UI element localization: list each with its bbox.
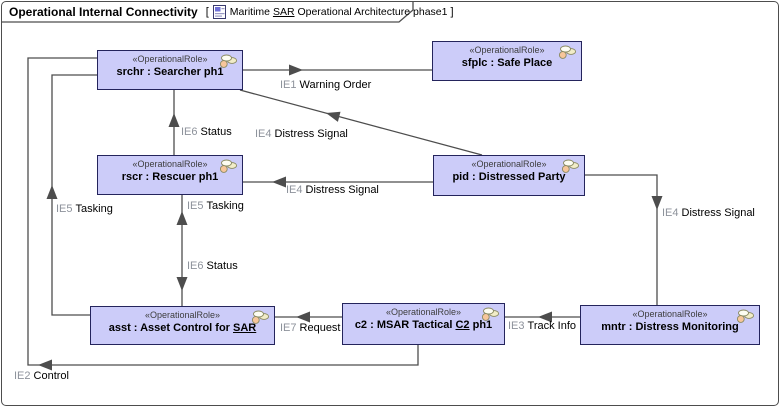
node-msar-tactical-c2[interactable]: «OperationalRole» c2 : MSAR Tactical C2 … bbox=[342, 303, 505, 345]
role-icon bbox=[481, 307, 500, 322]
connector-ie4-distress-signal-to-searcher[interactable] bbox=[239, 89, 483, 156]
role-icon bbox=[219, 159, 238, 174]
diagram-icon bbox=[212, 5, 226, 19]
frame-header: Operational Internal Connectivity [ Mari… bbox=[9, 4, 454, 20]
name-text: rscr : Rescuer ph1 bbox=[121, 171, 219, 183]
ref-link-sar[interactable]: SAR bbox=[272, 6, 295, 18]
flow-text: Track Info bbox=[527, 320, 577, 332]
node-name: c2 : MSAR Tactical C2 ph1 bbox=[343, 318, 504, 332]
node-name: sfplc : Safe Place bbox=[433, 56, 581, 70]
name-text: srchr : Searcher ph1 bbox=[116, 66, 224, 78]
ref-pre: Maritime bbox=[229, 6, 273, 18]
node-searcher[interactable]: «OperationalRole» srchr : Searcher ph1 bbox=[97, 50, 243, 90]
node-stereotype: «OperationalRole» bbox=[144, 310, 221, 320]
name-text: c2 : MSAR Tactical bbox=[354, 319, 456, 331]
flow-text: Warning Order bbox=[299, 79, 372, 91]
flow-text: Request bbox=[299, 322, 341, 334]
flow-id: IE6 bbox=[181, 126, 198, 138]
diagram-title: Operational Internal Connectivity bbox=[9, 5, 198, 19]
name-text: sfplc : Safe Place bbox=[461, 57, 553, 69]
diagram-ref[interactable]: Maritime SAR Operational Architecture ph… bbox=[230, 6, 448, 18]
node-stereotype: «OperationalRole» bbox=[385, 307, 462, 317]
node-stereotype: «OperationalRole» bbox=[469, 45, 545, 55]
node-rescuer[interactable]: «OperationalRole» rscr : Rescuer ph1 bbox=[97, 155, 243, 195]
node-asset-control[interactable]: «OperationalRole» asst : Asset Control f… bbox=[90, 306, 275, 345]
flow-id: IE4 bbox=[255, 128, 272, 140]
flow-id: IE3 bbox=[508, 320, 525, 332]
bracket-close: ] bbox=[450, 6, 454, 18]
flow-id: IE1 bbox=[280, 79, 297, 91]
flow-text: Status bbox=[206, 260, 238, 272]
node-safe-place[interactable]: «OperationalRole» sfplc : Safe Place bbox=[432, 41, 582, 81]
node-stereotype: «OperationalRole» bbox=[471, 159, 547, 169]
flow-id: IE6 bbox=[187, 260, 204, 272]
node-stereotype: «OperationalRole» bbox=[132, 159, 208, 169]
node-name: pid : Distressed Party bbox=[434, 170, 584, 184]
ref-post: Operational Architecture phase1 bbox=[294, 6, 448, 18]
name-text: mntr : Distress Monitoring bbox=[601, 321, 739, 333]
node-name: rscr : Rescuer ph1 bbox=[98, 170, 242, 184]
flow-id: IE5 bbox=[56, 203, 73, 215]
node-stereotype: «OperationalRole» bbox=[632, 309, 708, 319]
role-icon bbox=[558, 45, 577, 60]
node-stereotype: «OperationalRole» bbox=[132, 54, 208, 64]
role-icon bbox=[561, 159, 580, 174]
flow-id: IE7 bbox=[280, 322, 297, 334]
node-name: srchr : Searcher ph1 bbox=[98, 65, 242, 79]
flow-text: Distress Signal bbox=[274, 128, 348, 140]
name-text: pid : Distressed Party bbox=[452, 171, 566, 183]
node-distress-monitoring[interactable]: «OperationalRole» mntr : Distress Monito… bbox=[580, 305, 760, 345]
role-icon bbox=[251, 310, 270, 325]
flow-id: IE4 bbox=[286, 184, 303, 196]
role-icon bbox=[219, 54, 238, 69]
connector-ie2-control[interactable] bbox=[27, 57, 419, 366]
flow-id: IE2 bbox=[14, 370, 31, 382]
node-name: mntr : Distress Monitoring bbox=[581, 320, 759, 334]
flow-text: Distress Signal bbox=[305, 184, 379, 196]
role-icon bbox=[736, 309, 755, 324]
name-text: asst : Asset Control for bbox=[108, 322, 234, 334]
name-link-c2[interactable]: C2 bbox=[455, 319, 470, 331]
flow-text: Control bbox=[33, 370, 69, 382]
flow-text: Status bbox=[200, 126, 232, 138]
node-name: asst : Asset Control for SAR bbox=[91, 321, 274, 335]
flow-text: Tasking bbox=[75, 203, 113, 215]
flow-id: IE4 bbox=[662, 207, 679, 219]
bracket-open: [ bbox=[205, 6, 209, 18]
name-link-sar[interactable]: SAR bbox=[233, 322, 257, 334]
connector-ie4-distress-signal-to-monitor[interactable] bbox=[585, 174, 658, 305]
node-distressed-party[interactable]: «OperationalRole» pid : Distressed Party bbox=[433, 155, 585, 196]
flow-text: Distress Signal bbox=[681, 207, 755, 219]
flow-text: Tasking bbox=[206, 200, 244, 212]
name-text-post: ph1 bbox=[469, 319, 493, 331]
frame-tab-outline bbox=[2, 2, 414, 23]
flow-id: IE5 bbox=[187, 200, 204, 212]
